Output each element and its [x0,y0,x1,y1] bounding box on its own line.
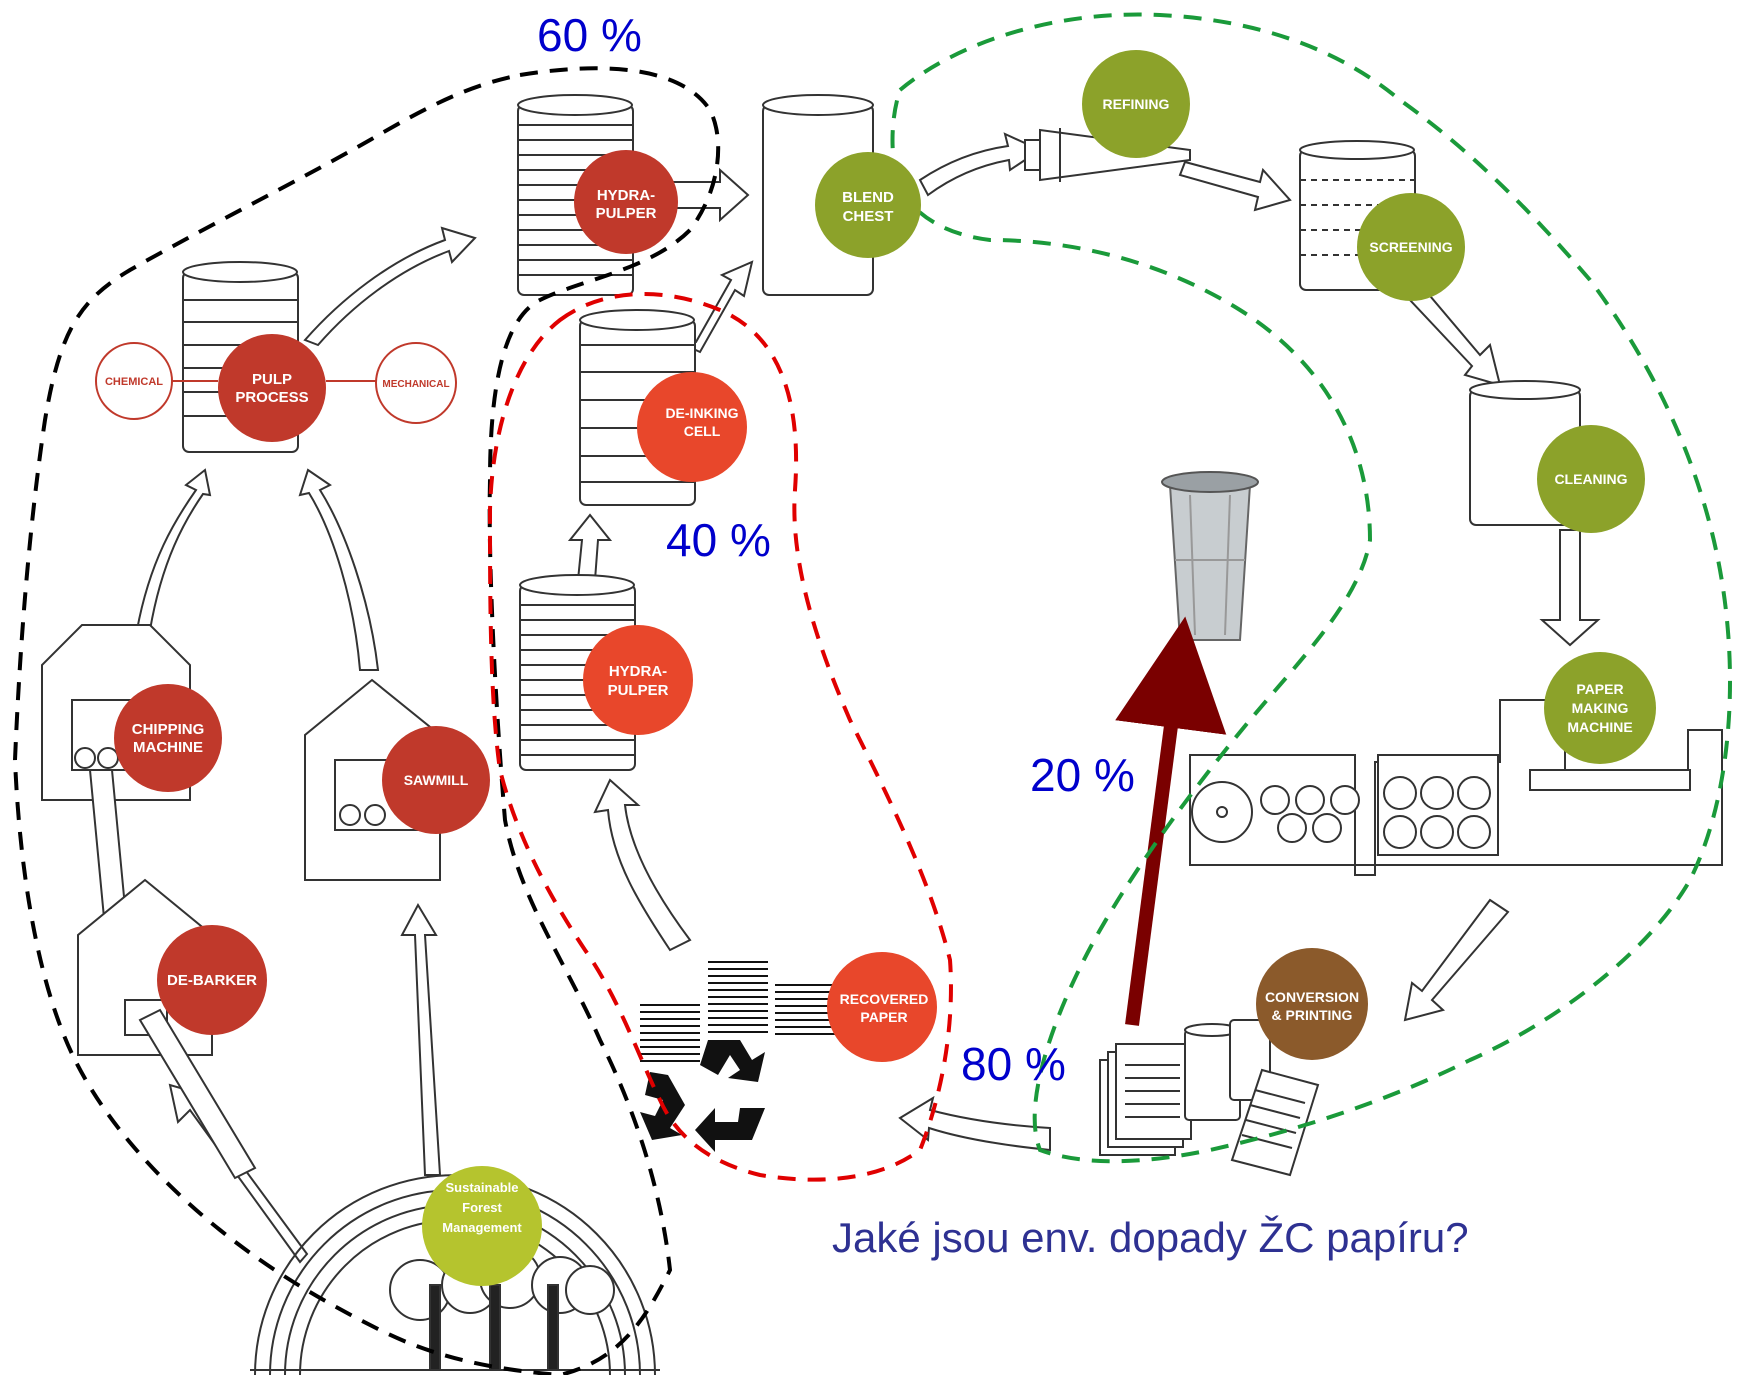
recycle-icon [640,1040,765,1152]
node-chemical: CHEMICAL [95,342,173,420]
node-de-barker: DE-BARKER [157,925,267,1035]
node-de-inking-cell: DE-INKING CELL [637,372,747,482]
node-chipping-machine-line2: MACHINE [133,739,203,756]
node-sustainable-forest-line2: Forest [462,1200,502,1215]
lifecycle-question: Jaké jsou env. dopady ŽC papíru? [832,1214,1469,1261]
node-pulp-process-line2: PROCESS [235,389,308,406]
node-blend-chest-line2: CHEST [843,208,894,225]
production-boundary [890,12,1732,1164]
node-paper-making-line3: MACHINE [1567,719,1632,735]
node-refining: REFINING [1082,50,1190,158]
node-screening: SCREENING [1357,193,1465,301]
node-pulp-process-line1: PULP [252,371,292,388]
arrow-sawmill-to-pulp [298,468,380,671]
node-sustainable-forest: Sustainable Forest Management [422,1166,542,1286]
node-screening-label: SCREENING [1369,239,1452,255]
node-hydrapulper-bottom: HYDRA- PULPER [583,625,693,735]
landfill-arrow [1115,616,1227,1026]
paper-machine-body [1189,699,1723,876]
percent-collected: 80 % [961,1038,1066,1090]
node-chemical-label: CHEMICAL [105,376,163,388]
node-sawmill-label: SAWMILL [404,772,469,788]
arrow-forest-to-sawmill [400,902,442,1176]
node-de-barker-label: DE-BARKER [167,972,257,989]
node-conversion-printing: CONVERSION & PRINTING [1256,948,1368,1060]
arrow-refining-to-screening [1178,160,1292,212]
flow-arrows [120,132,1601,1264]
node-sustainable-forest-line1: Sustainable [446,1180,519,1195]
node-blend-chest: BLEND CHEST [815,152,921,258]
node-pulp-process: PULP PROCESS [152,334,380,442]
arrow-cleaning-to-papermaking [1539,529,1601,647]
node-conversion-printing-line1: CONVERSION [1265,989,1359,1005]
percent-landfill: 20 % [1030,749,1135,801]
node-conversion-printing-line2: & PRINTING [1272,1007,1353,1023]
trash-bin-icon [1161,471,1259,641]
node-recovered-paper-line2: PAPER [860,1009,907,1025]
node-de-inking-cell-line1: DE-INKING [665,405,738,421]
node-cleaning: CLEANING [1537,425,1645,533]
node-hydrapulper-top-line1: HYDRA- [597,187,655,204]
recycling-boundary [487,291,953,1182]
node-hydrapulper-top: HYDRA- PULPER [574,150,678,254]
arrow-screening-to-cleaning [1408,288,1502,387]
arrow-pulp-to-hydrapulper [303,226,477,347]
node-recovered-paper-line1: RECOVERED [840,991,929,1007]
node-blend-chest-line1: BLEND [842,189,894,206]
node-mechanical: MECHANICAL [375,342,457,424]
arrow-blend-to-refining [918,132,1043,197]
percent-recycled: 40 % [666,514,771,566]
arrow-conversion-to-recovered [898,1095,1051,1152]
debarker-conveyor [138,1008,257,1180]
node-paper-making-machine: PAPER MAKING MACHINE [1544,652,1656,764]
printed-products [1099,1019,1320,1177]
arrow-hydrapulper-to-deinking [567,513,613,581]
node-sustainable-forest-line3: Management [442,1220,522,1235]
arrow-deinking-to-blend [682,260,754,354]
virgin-fiber-boundary [12,66,721,1378]
node-chipping-machine: CHIPPING MACHINE [114,684,222,792]
node-refining-label: REFINING [1103,96,1170,112]
node-sawmill: SAWMILL [382,726,490,834]
node-recovered-paper: RECOVERED PAPER [827,952,937,1062]
node-hydrapulper-top-line2: PULPER [596,205,657,222]
node-de-inking-cell-line2: CELL [684,423,721,439]
node-paper-making-line1: PAPER [1576,681,1623,697]
node-chipping-machine-line1: CHIPPING [132,721,205,738]
node-hydrapulper-bottom-line1: HYDRA- [609,663,667,680]
node-hydrapulper-bottom-line2: PULPER [608,682,669,699]
equipment [41,94,1723,1376]
node-mechanical-label: MECHANICAL [382,379,449,390]
node-paper-making-line2: MAKING [1572,700,1629,716]
percent-virgin: 60 % [537,9,642,61]
node-cleaning-label: CLEANING [1554,471,1627,487]
process-nodes: HYDRA- PULPER PULP PROCESS CHEMICAL MECH… [95,50,1656,1286]
arrow-chipping-to-pulp [120,468,212,631]
arrow-papermaking-to-conversion [1403,898,1510,1022]
arrow-recovered-to-hydrapulper [593,778,692,952]
